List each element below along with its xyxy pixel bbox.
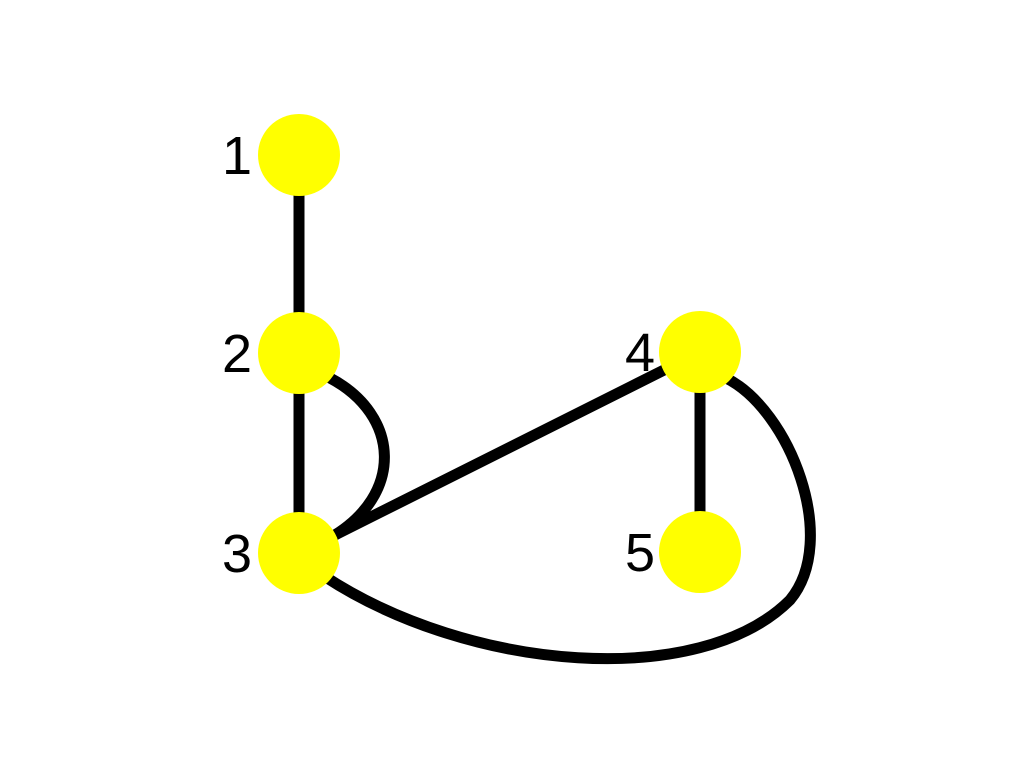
node-1[interactable] <box>258 114 340 196</box>
node-2[interactable] <box>258 312 340 394</box>
node-label-2: 2 <box>222 324 252 384</box>
node-3[interactable] <box>258 512 340 594</box>
label-layer: 1 2 3 4 5 <box>222 126 655 584</box>
node-5[interactable] <box>659 511 741 593</box>
node-layer <box>258 114 741 594</box>
node-label-4: 4 <box>625 323 655 383</box>
edge-3-4-curved[interactable] <box>318 372 816 665</box>
node-4[interactable] <box>659 311 741 393</box>
edge-layer <box>293 149 816 665</box>
node-label-1: 1 <box>222 126 252 186</box>
edge-3-4[interactable] <box>293 346 706 559</box>
node-label-5: 5 <box>625 523 655 583</box>
node-label-3: 3 <box>222 524 252 584</box>
